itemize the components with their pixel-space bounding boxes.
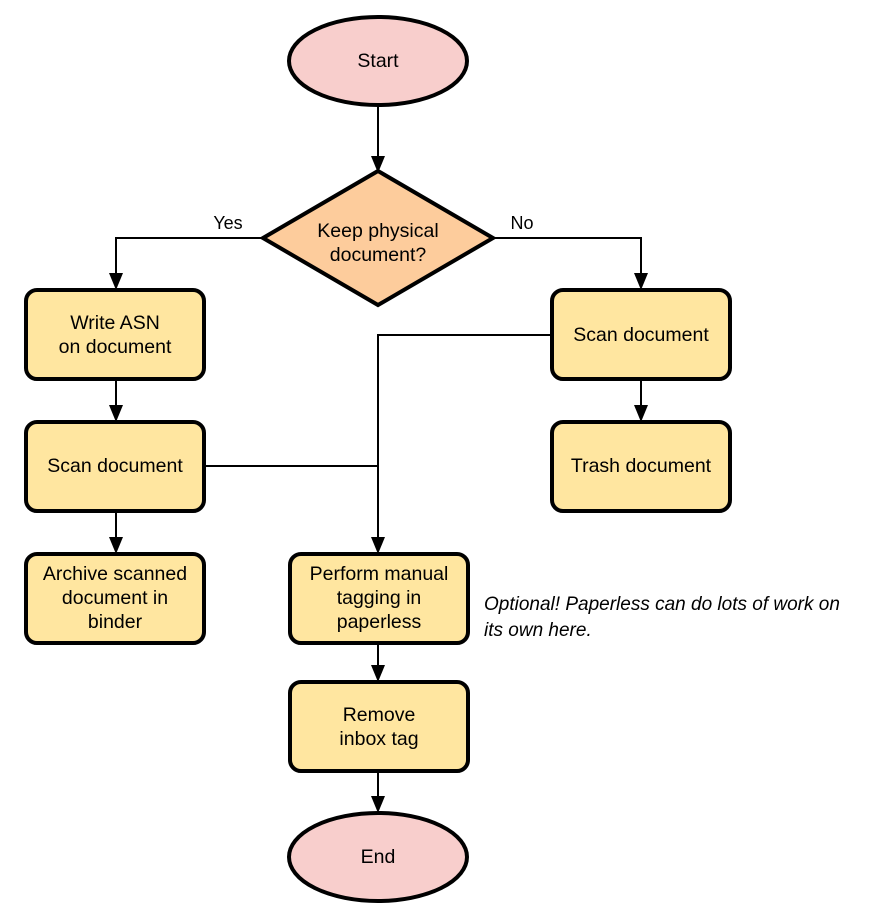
write-asn-label-line2: on document [59,336,172,358]
edge-decision-to-scan-right [493,237,648,290]
node-scan-document-right[interactable]: Scan document [550,288,732,381]
manual-tagging-label-line3: paperless [337,611,422,633]
edge-start-to-decision [371,106,385,173]
manual-tagging-label-line1: Perform manual [310,563,449,585]
arrow-head-icon [634,273,648,290]
archive-label-line1: Archive scanned [43,563,187,585]
arrow-head-icon [109,537,123,554]
arrow-head-icon [109,405,123,422]
edge-scan-left-to-archive [109,511,123,554]
node-archive-scanned-document[interactable]: Archive scanned document in binder [24,552,206,645]
end-ellipse-shape[interactable] [287,811,469,903]
arrow-head-icon [371,665,385,682]
manual-tagging-box-shape[interactable] [288,552,470,645]
edge-label-yes: Yes [213,213,242,233]
node-start[interactable]: Start [287,15,469,107]
edge-manual-tagging-to-remove-inbox [371,643,385,682]
node-perform-manual-tagging[interactable]: Perform manual tagging in paperless [288,552,470,645]
arrow-head-icon [371,537,385,554]
remove-inbox-tag-box-shape[interactable] [288,680,470,773]
node-trash-document[interactable]: Trash document [550,420,732,513]
decision-label-line1: Keep physical [317,220,438,242]
trash-document-box-shape[interactable] [550,420,732,513]
start-ellipse-shape[interactable] [287,15,469,107]
annotation-optional-note: Optional! Paperless can do lots of work … [484,594,840,641]
end-label: End [361,846,396,868]
write-asn-label-line1: Write ASN [70,312,160,334]
write-asn-box-shape[interactable] [24,288,206,381]
scan-document-left-label: Scan document [47,455,183,477]
start-label: Start [357,50,399,72]
arrow-head-icon [371,796,385,813]
arrow-merge-into-manual-tagging [371,537,385,554]
connector-layer [109,106,648,813]
node-write-asn-on-document[interactable]: Write ASN on document [24,288,206,381]
arrow-head-icon [109,273,123,290]
node-end[interactable]: End [287,811,469,903]
manual-tagging-label-line2: tagging in [337,587,422,609]
arrow-head-icon [634,405,648,422]
decision-label-line2: document? [330,244,427,266]
node-scan-document-left[interactable]: Scan document [24,420,206,513]
decision-diamond-shape[interactable] [259,168,497,308]
remove-inbox-label-line2: inbox tag [339,728,418,750]
optional-note-line2: its own here. [484,620,592,641]
edge-label-no: No [510,213,533,233]
arrow-head-icon [371,156,385,173]
edge-scan-right-to-trash [634,379,648,422]
node-remove-inbox-tag[interactable]: Remove inbox tag [288,680,470,773]
edge-remove-inbox-to-end [371,771,385,813]
remove-inbox-label-line1: Remove [343,704,416,726]
edge-write-asn-to-scan-left [109,379,123,422]
trash-document-label: Trash document [571,455,712,477]
scan-document-right-label: Scan document [573,324,709,346]
scan-document-left-box-shape[interactable] [24,420,206,513]
edge-decision-to-write-asn [109,237,263,290]
archive-box-shape[interactable] [24,552,206,645]
node-decision-keep-physical-document[interactable]: Keep physical document? [259,168,497,308]
optional-note-line1: Optional! Paperless can do lots of work … [484,594,840,615]
archive-label-line2: document in [62,587,168,609]
scan-document-right-box-shape[interactable] [550,288,732,381]
archive-label-line3: binder [88,611,143,633]
edge-scan-right-to-manual-tagging [377,334,552,544]
